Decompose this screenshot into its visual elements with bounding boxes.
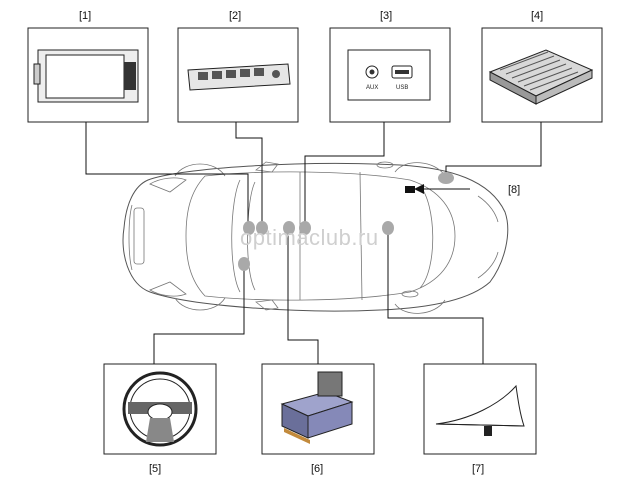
location-dot-2 xyxy=(256,221,268,235)
aux-label: AUX xyxy=(366,85,378,91)
component-box-1 xyxy=(27,27,149,123)
label-3: [3] xyxy=(380,10,392,22)
car-top-view xyxy=(122,161,509,314)
component-box-3: AUX USB xyxy=(329,27,451,123)
location-dot-3 xyxy=(299,221,311,235)
amplifier-icon xyxy=(488,49,594,105)
location-dot-5 xyxy=(238,257,250,271)
location-dot-4 xyxy=(438,172,454,184)
label-1: [1] xyxy=(79,10,91,22)
usb-label: USB xyxy=(396,85,408,91)
shark-fin-antenna-icon xyxy=(435,384,525,436)
location-dot-1 xyxy=(243,221,255,235)
component-box-2 xyxy=(177,27,299,123)
label-4: [4] xyxy=(531,10,543,22)
module-connector-icon xyxy=(280,371,354,444)
watermark: optimaclub.ru xyxy=(240,225,379,250)
location-dot-6 xyxy=(283,221,295,235)
label-5: [5] xyxy=(149,463,161,475)
component-box-7 xyxy=(423,363,537,455)
display-unit-icon xyxy=(33,49,139,103)
component-box-5 xyxy=(103,363,217,455)
leader-lines xyxy=(85,122,542,364)
aux-usb-jack-icon: AUX USB xyxy=(347,49,431,101)
steering-wheel-icon xyxy=(122,371,198,447)
label-7: [7] xyxy=(472,463,484,475)
location-dot-7 xyxy=(382,221,394,235)
component-box-4 xyxy=(481,27,603,123)
label-6: [6] xyxy=(311,463,323,475)
label-8: [8] xyxy=(508,184,520,196)
label-2: [2] xyxy=(229,10,241,22)
component-box-6 xyxy=(261,363,375,455)
control-panel-icon xyxy=(187,63,291,91)
location-markers xyxy=(238,172,454,271)
rear-component-icon xyxy=(405,186,415,193)
